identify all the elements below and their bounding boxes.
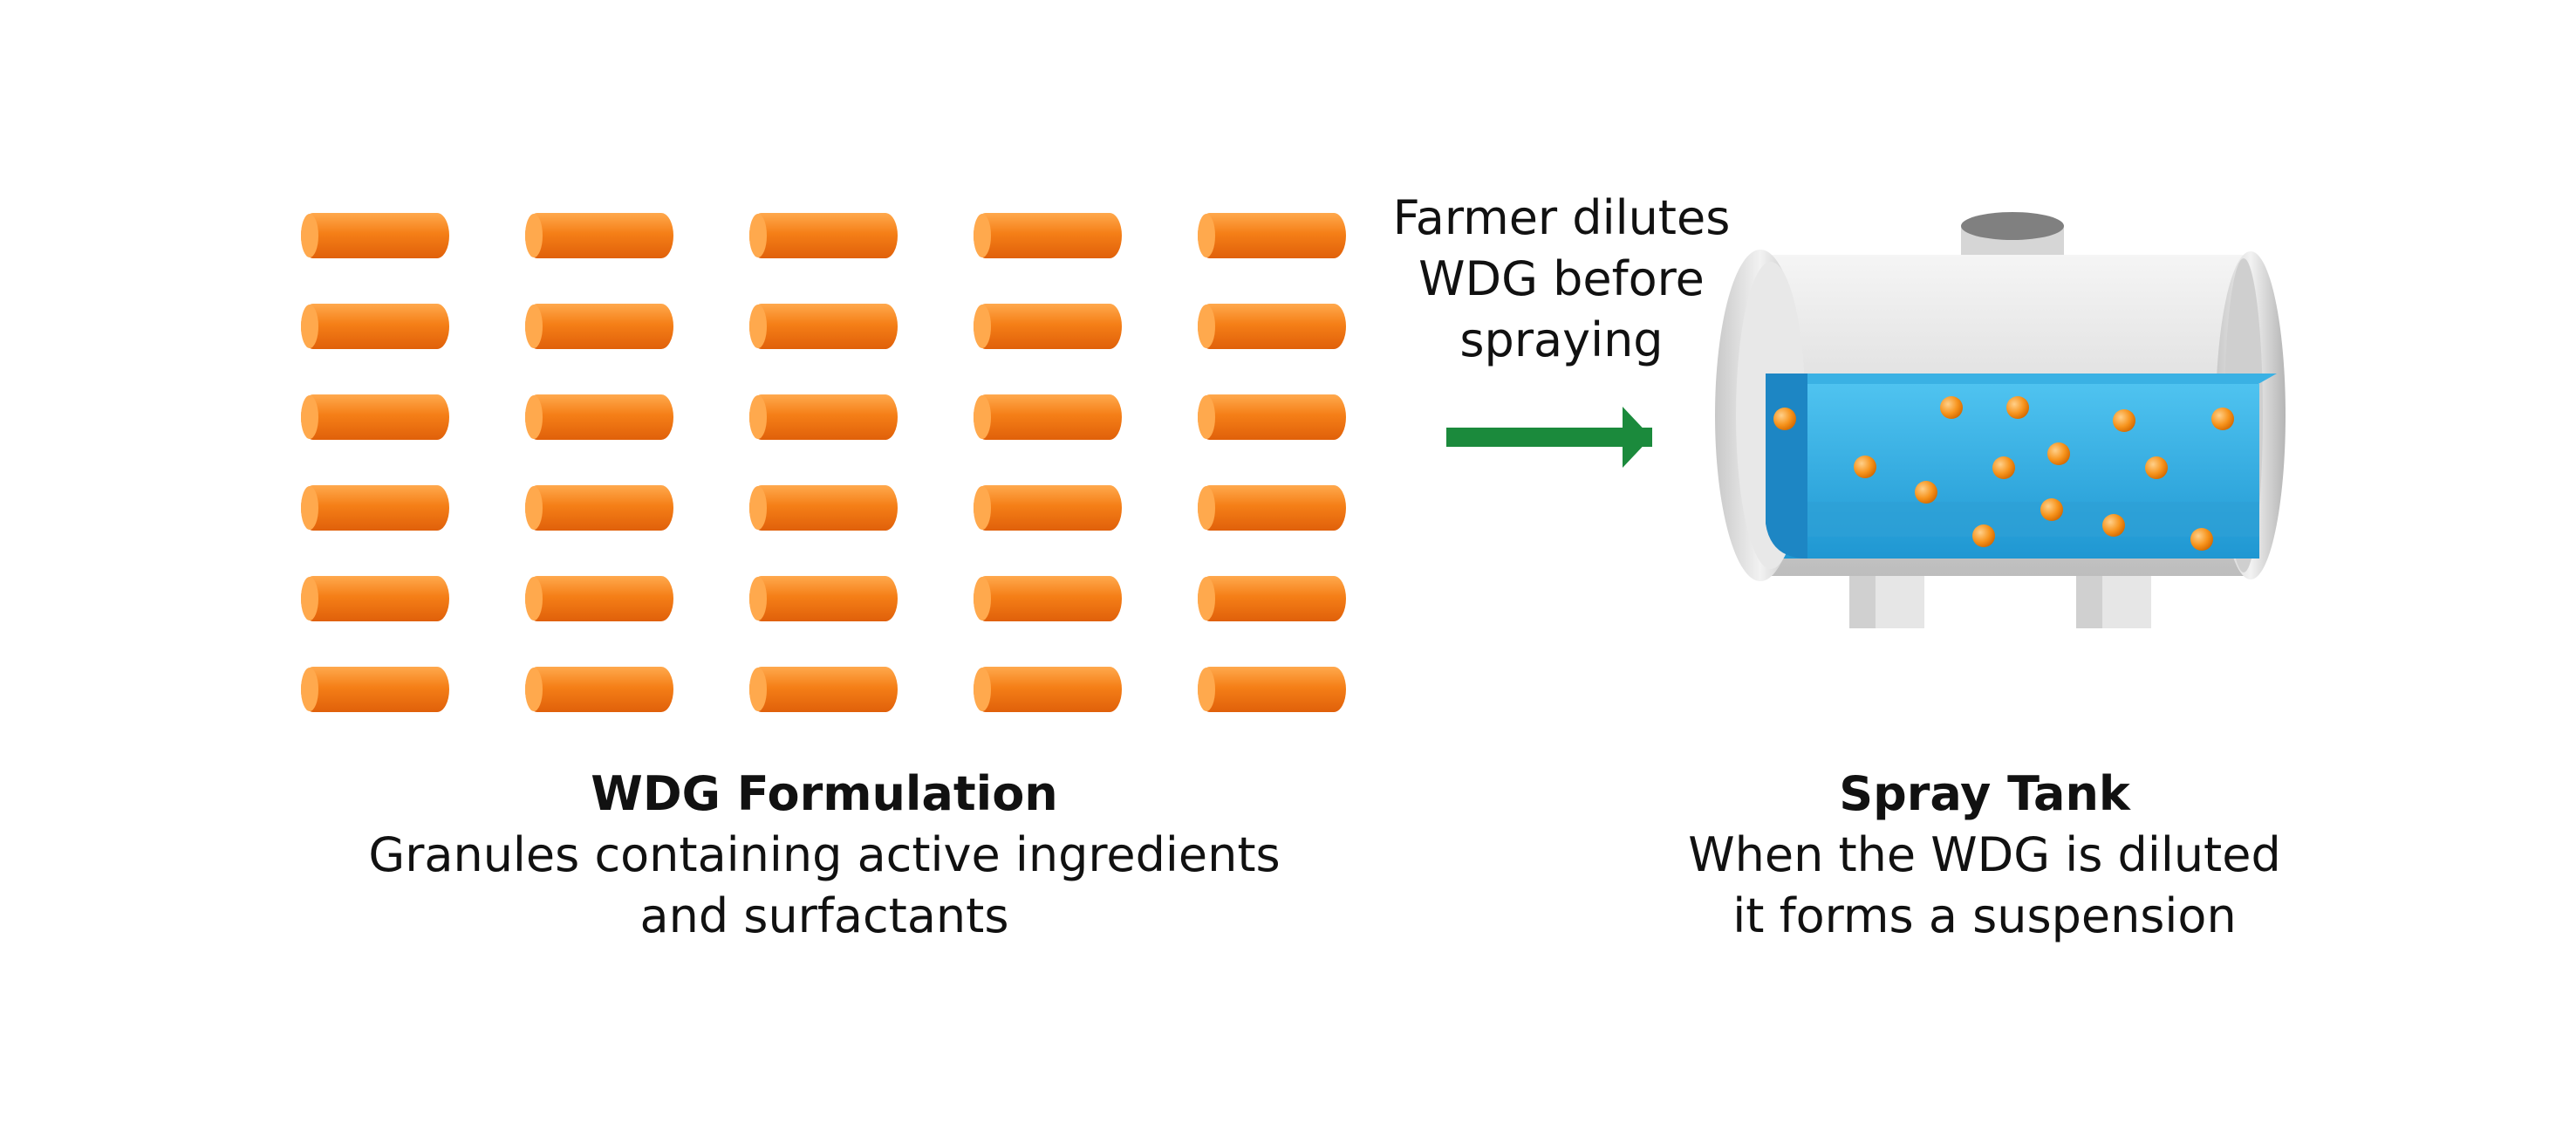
granule	[974, 667, 1122, 712]
granule	[525, 576, 673, 621]
arrow-label-line-3: spraying	[1459, 312, 1664, 367]
granule	[301, 576, 449, 621]
wdg-formulation-line-1: Granules containing active ingredients	[368, 827, 1281, 882]
granule	[1198, 213, 1346, 258]
suspension-particle	[2190, 528, 2213, 551]
wdg-granules-grid	[301, 213, 1346, 712]
granule	[974, 213, 1122, 258]
granule	[974, 576, 1122, 621]
granule	[525, 213, 673, 258]
granule	[1198, 667, 1346, 712]
spray-tank-line-1: When the WDG is diluted	[1688, 827, 2281, 882]
wdg-formulation-line-2: and surfactants	[639, 888, 1009, 943]
arrow-label-line-1: Farmer dilutes	[1392, 190, 1731, 245]
granule	[1198, 485, 1346, 531]
granule	[1198, 576, 1346, 621]
granule	[301, 485, 449, 531]
granule	[525, 485, 673, 531]
wdg-formulation-title: WDG Formulation	[591, 766, 1058, 821]
granule	[974, 485, 1122, 531]
suspension-particle	[1915, 481, 1937, 504]
granule	[301, 667, 449, 712]
spray-tank-caption: Spray Tank When the WDG is diluted it fo…	[1461, 764, 2508, 947]
suspension-particle	[1972, 524, 1995, 547]
granule	[749, 394, 898, 440]
granule	[1198, 394, 1346, 440]
granule	[525, 394, 673, 440]
tank-cap	[1961, 212, 2064, 240]
suspension-particle	[1940, 396, 1963, 419]
tank-front-water	[1766, 374, 1807, 559]
suspension-particle	[2113, 409, 2135, 432]
granule	[301, 394, 449, 440]
arrow-label-line-2: WDG before	[1418, 251, 1705, 306]
granule	[1198, 304, 1346, 349]
granule	[301, 304, 449, 349]
suspension-particle	[1992, 456, 2015, 479]
granule	[749, 304, 898, 349]
granule	[749, 213, 898, 258]
arrow-tip	[1623, 407, 1651, 468]
wdg-formulation-caption: WDG Formulation Granules containing acti…	[301, 764, 1348, 947]
suspension-particle	[2047, 442, 2070, 465]
spray-tank-title: Spray Tank	[1839, 766, 2130, 821]
suspension-particle	[2040, 498, 2063, 521]
suspension-particle	[2006, 396, 2029, 419]
suspension-particle	[1854, 456, 1876, 478]
arrow-label: Farmer dilutes WDG before spraying	[1300, 188, 1823, 371]
granule	[749, 576, 898, 621]
granule	[974, 304, 1122, 349]
spray-tank	[1715, 212, 2286, 628]
granule	[525, 304, 673, 349]
tank-water-band	[1771, 502, 2259, 537]
granule	[749, 485, 898, 531]
granule	[974, 394, 1122, 440]
suspension-particle	[2102, 514, 2125, 537]
suspension-particle	[1773, 408, 1796, 430]
suspension-particle	[2211, 408, 2234, 430]
granule	[749, 667, 898, 712]
spray-tank-line-2: it forms a suspension	[1732, 888, 2237, 943]
dilution-arrow	[1446, 407, 1652, 468]
granule	[525, 667, 673, 712]
suspension-particles	[1773, 396, 2234, 551]
arrow-shaft	[1446, 428, 1652, 447]
granule	[301, 213, 449, 258]
suspension-particle	[2145, 456, 2168, 479]
